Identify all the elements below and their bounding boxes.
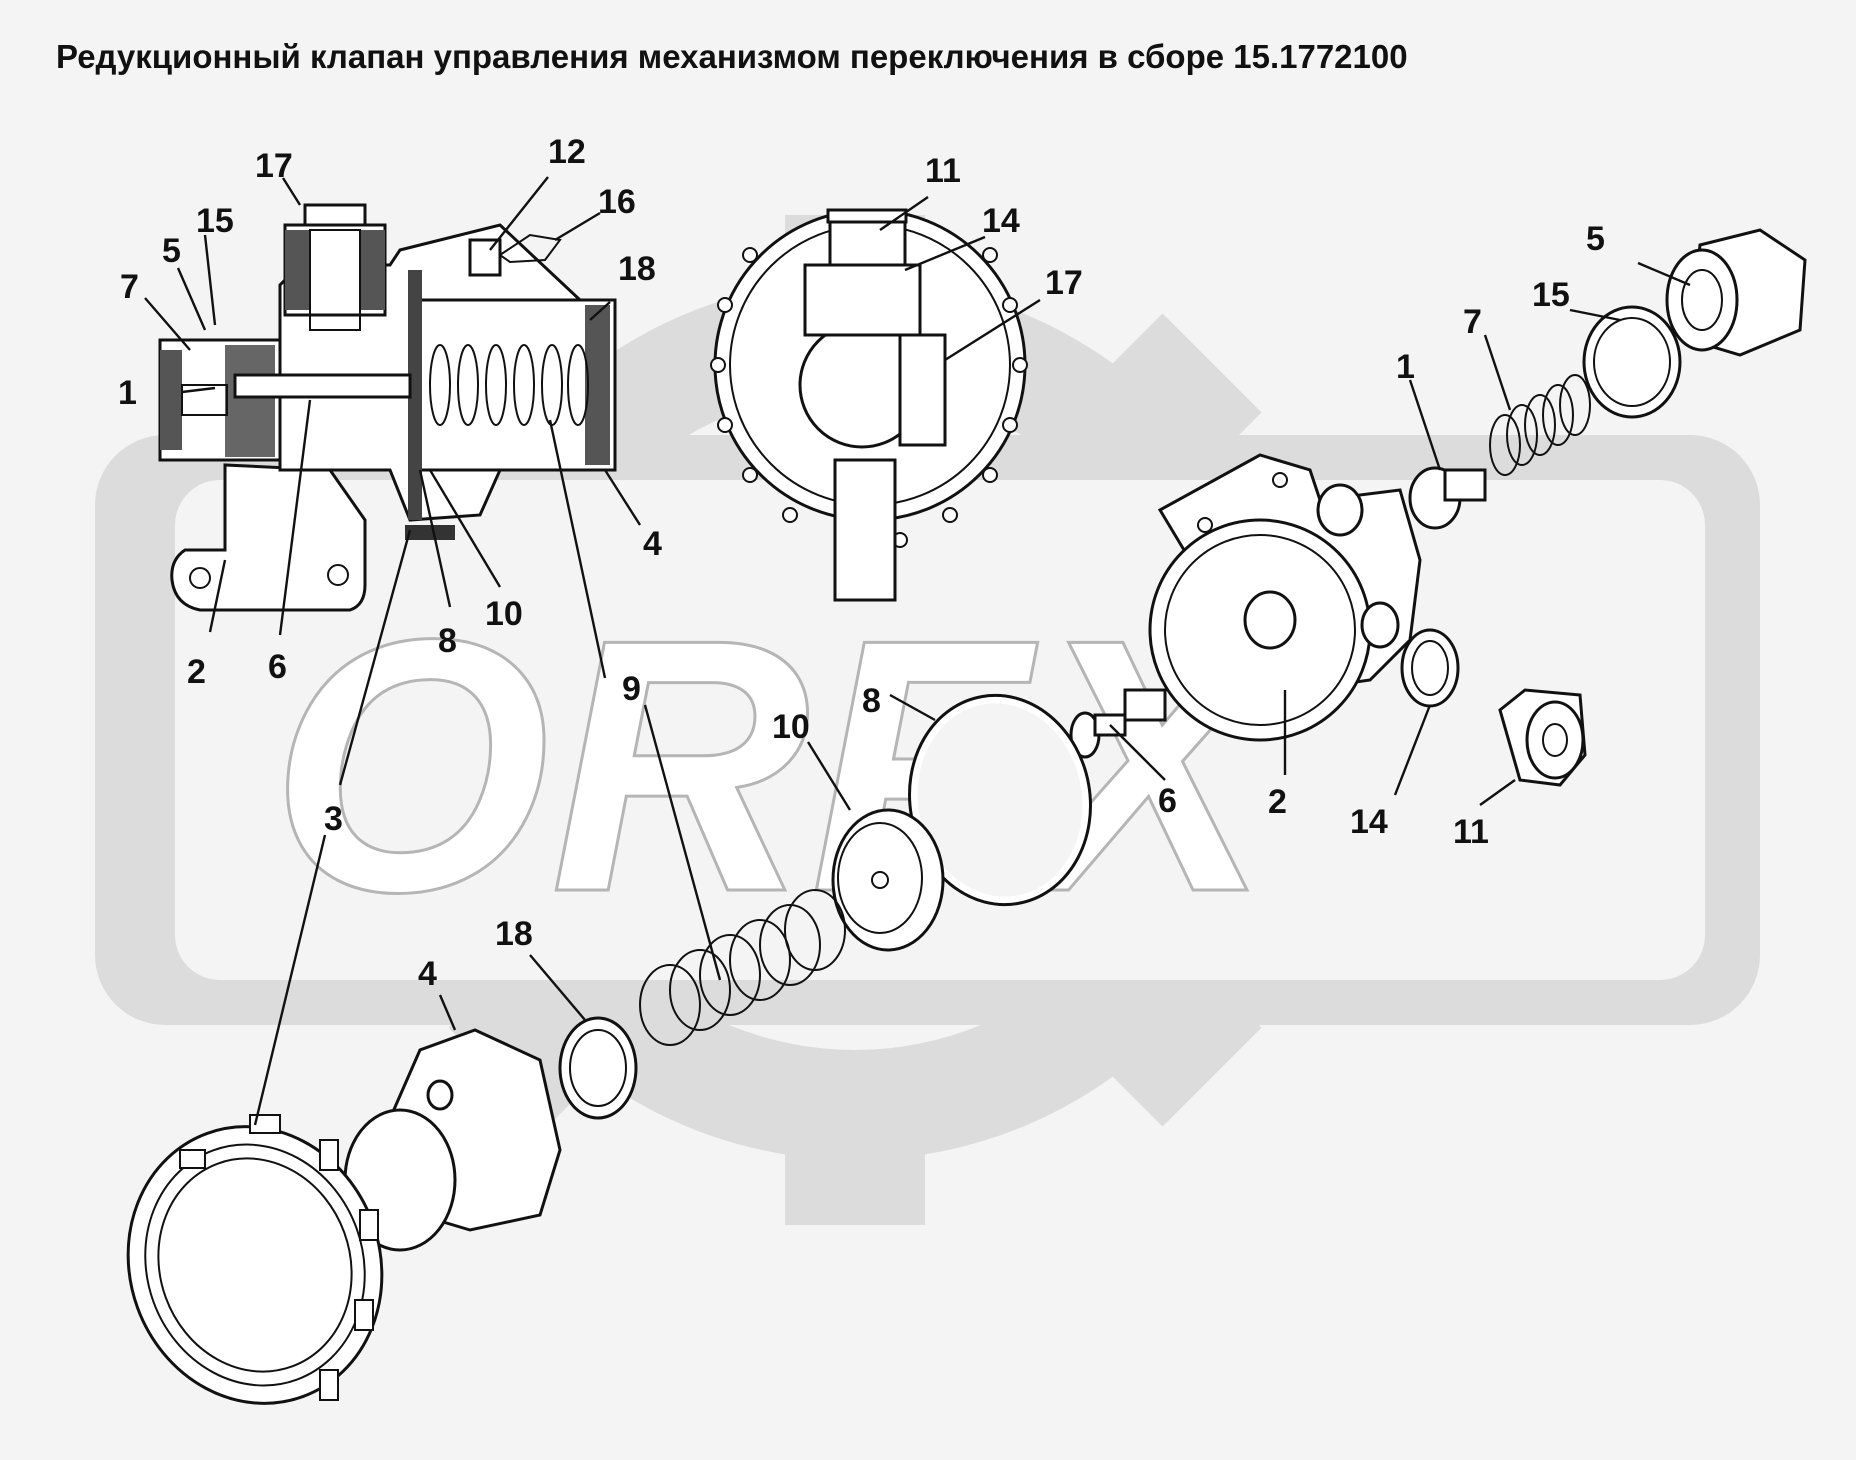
label-exp-14: 14: [1350, 803, 1388, 841]
label-exp-1: 1: [1396, 348, 1415, 386]
side-view: [710, 208, 1028, 602]
label-sec-8: 8: [438, 622, 457, 660]
part-5-plug: [1665, 228, 1807, 357]
part-4-cap: [343, 1028, 562, 1252]
part-1-valve: [1408, 466, 1487, 530]
label-sec-12: 12: [548, 133, 586, 171]
label-side-11: 11: [925, 152, 961, 190]
part-2-housing: [1148, 453, 1422, 742]
spring-coils: [429, 344, 589, 426]
label-exp-2: 2: [1268, 783, 1287, 821]
label-exp-6: 6: [1158, 782, 1177, 820]
label-exp-9: 9: [622, 670, 641, 708]
part-11-plug: [1498, 688, 1587, 787]
page-title: Редукционный клапан управления механизмо…: [56, 38, 1408, 75]
label-exp-4: 4: [418, 955, 437, 993]
label-sec-10: 10: [485, 595, 523, 633]
part-9-spring: [639, 889, 846, 1046]
part-18-washer: [558, 1016, 638, 1120]
watermark-text: ORFX: [270, 565, 1289, 967]
leader-lines: [144, 176, 1691, 1126]
label-exp-11: 11: [1453, 813, 1489, 851]
label-exp-7: 7: [1463, 303, 1482, 341]
label-sec-18: 18: [618, 250, 656, 288]
label-exp-3: 3: [324, 800, 343, 838]
label-sec-16: 16: [598, 183, 636, 221]
label-sec-1: 1: [118, 374, 137, 412]
label-exp-18: 18: [495, 915, 533, 953]
part-6-pin: [1069, 688, 1167, 759]
sectional-view: [158, 203, 617, 612]
part-7-spring: [1489, 374, 1591, 476]
label-sec-2: 2: [187, 653, 206, 691]
exploded-parts: [126, 228, 1807, 1405]
label-sec-6: 6: [268, 648, 287, 686]
label-sec-5: 5: [162, 232, 181, 270]
label-exp-10: 10: [772, 708, 810, 746]
part-labels: 17 12 16 15 5 7 1 18 4 2 6 8 10 11 14 17…: [118, 133, 1605, 993]
part-15-ring: [1582, 305, 1682, 419]
label-side-17: 17: [1045, 264, 1083, 302]
label-sec-17: 17: [255, 147, 293, 185]
label-sec-7: 7: [120, 268, 139, 306]
label-exp-5: 5: [1586, 220, 1605, 258]
label-sec-15: 15: [196, 202, 234, 240]
part-3-nut: [126, 1114, 384, 1405]
label-side-14: 14: [982, 202, 1020, 240]
label-exp-15: 15: [1532, 276, 1570, 314]
label-exp-8: 8: [862, 682, 881, 720]
label-sec-4: 4: [643, 525, 662, 563]
